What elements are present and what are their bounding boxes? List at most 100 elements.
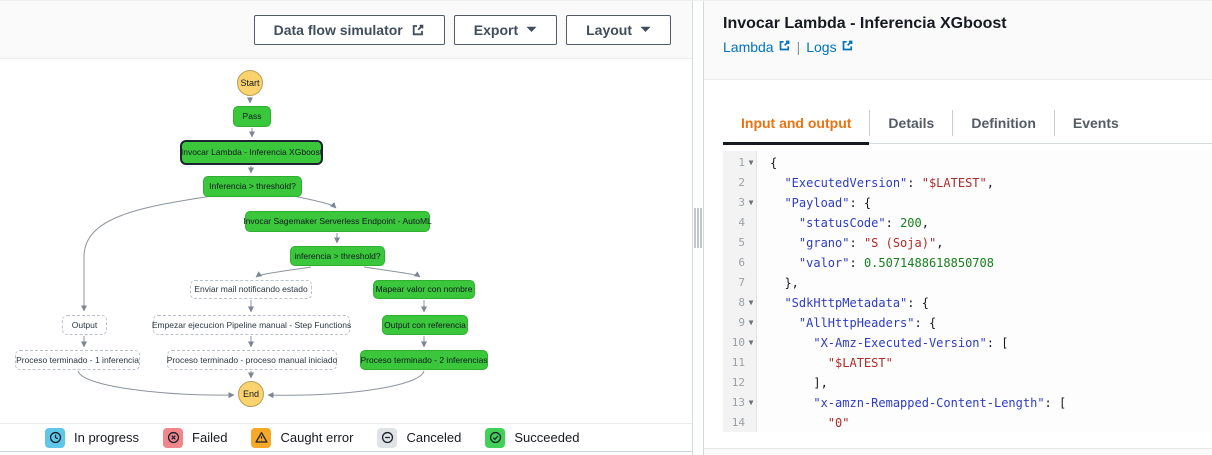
export-label: Export (473, 21, 519, 38)
legend-item-failed: Failed (163, 427, 228, 448)
legend-item-in-progress: In progress (45, 427, 140, 448)
workflow-node[interactable]: Proceso terminado - proceso manual inici… (167, 350, 337, 370)
workflow-node[interactable]: Empezar ejecucion Pipeline manual - Step… (152, 315, 351, 335)
legend-label: Succeeded (514, 430, 580, 445)
external-link-icon (411, 23, 425, 37)
fold-toggle-icon[interactable]: ▼ (748, 398, 754, 407)
line-number: 1 (738, 156, 745, 169)
external-link-icon (841, 39, 854, 55)
workflow-node[interactable]: Proceso terminado - 2 inferencias (360, 350, 488, 370)
legend-label: In progress (74, 430, 140, 445)
page-title: Invocar Lambda - Inferencia XGboost (723, 15, 1007, 32)
state-detail-header: Invocar Lambda - Inferencia XGboost Lamb… (704, 1, 1212, 80)
workflow-node[interactable]: inferencia > threshold? (290, 246, 385, 266)
link-separator: | (796, 39, 801, 55)
lambda-link[interactable]: Lambda (723, 39, 791, 55)
code-text: "$LATEST" (827, 356, 893, 370)
code-text: "grano": "S (Soja)", (798, 236, 944, 250)
line-number: 10 (731, 336, 745, 349)
fold-spacer (745, 173, 757, 193)
workflow-node[interactable]: Output con referencia (382, 315, 468, 335)
code-line: 6 "valor": 0.5071488618850708 (723, 253, 1212, 273)
state-detail-panel: Invocar Lambda - Inferencia XGboost Lamb… (704, 1, 1212, 455)
code-line: 11 "$LATEST" (723, 353, 1212, 373)
data-flow-simulator-button[interactable]: Data flow simulator (253, 14, 445, 45)
fold-spacer (745, 413, 757, 433)
detail-tabs: Input and output Details Definition Even… (723, 104, 1212, 145)
logs-link[interactable]: Logs (806, 39, 853, 55)
workflow-node[interactable]: Inferencia > threshold? (203, 176, 302, 197)
line-number: 6 (738, 256, 745, 269)
workflow-node[interactable]: Pass (233, 106, 271, 127)
resource-links: Lambda | Logs (723, 39, 1212, 55)
external-link-icon (778, 39, 791, 55)
code-lines: 1▼{2 "ExecutedVersion": "$LATEST",3▼ "Pa… (723, 151, 1212, 433)
layout-label: Layout (586, 21, 632, 38)
workflow-node[interactable]: Output (62, 315, 107, 335)
legend-item-canceled: Canceled (377, 427, 461, 448)
fold-spacer (745, 213, 757, 233)
code-text: ], (770, 376, 828, 390)
logs-link-label: Logs (806, 39, 837, 55)
workflow-node[interactable]: Mapear valor con nombre (373, 280, 475, 299)
code-line: 5 "grano": "S (Soja)", (723, 233, 1212, 253)
code-line: 12 ], (723, 373, 1212, 393)
fold-spacer (745, 233, 757, 253)
code-line: 13▼ "x-amzn-Remapped-Content-Length": [ (723, 393, 1212, 413)
workflow-node[interactable]: Invocar Lambda - Inferencia XGboost (180, 140, 323, 165)
caret-down-icon (640, 26, 651, 33)
workflow-node[interactable]: End (238, 381, 264, 407)
minus-circle-icon (377, 427, 398, 448)
code-text: }, (770, 276, 799, 290)
line-number: 9 (738, 316, 745, 329)
tab-definition[interactable]: Definition (971, 115, 1036, 131)
export-button[interactable]: Export (453, 14, 558, 45)
line-number: 13 (731, 396, 745, 409)
caret-down-icon (526, 26, 537, 33)
panel-footer (704, 448, 1212, 455)
tab-events[interactable]: Events (1072, 115, 1119, 131)
tab-details[interactable]: Details (888, 115, 935, 131)
workflow-node[interactable]: Invocar Sagemaker Serverless Endpoint - … (243, 211, 432, 232)
code-text: "x-amzn-Remapped-Content-Length": [ (813, 396, 1067, 410)
code-line: 10▼ "X-Amz-Executed-Version": [ (723, 333, 1212, 353)
legend-label: Caught error (280, 430, 354, 445)
layout-button[interactable]: Layout (566, 14, 671, 45)
code-text: "ExecutedVersion": "$LATEST", (784, 176, 994, 190)
workflow-node[interactable]: Start (237, 70, 263, 96)
code-line: 2 "ExecutedVersion": "$LATEST", (723, 173, 1212, 193)
fold-toggle-icon[interactable]: ▼ (748, 198, 754, 207)
workflow-node[interactable]: Proceso terminado - 1 inferencia (15, 350, 140, 370)
tab-input-and-output[interactable]: Input and output (723, 115, 870, 145)
line-number: 4 (738, 216, 745, 229)
code-text: "0" (827, 416, 850, 430)
editor-gutter (723, 151, 757, 432)
workflow-node[interactable]: Enviar mail notificando estado (190, 280, 312, 299)
code-text: { (770, 156, 778, 170)
code-line: 1▼ { (723, 153, 1212, 173)
graph-toolbar: Data flow simulator Export Layout (0, 1, 692, 59)
panel-splitter[interactable] (692, 1, 704, 455)
fold-toggle-icon[interactable]: ▼ (748, 298, 754, 307)
fold-toggle-icon[interactable]: ▼ (748, 318, 754, 327)
json-code-editor[interactable]: 1▼{2 "ExecutedVersion": "$LATEST",3▼ "Pa… (723, 151, 1212, 432)
tab-divider (1053, 110, 1055, 136)
line-number: 14 (731, 416, 745, 429)
clock-icon (45, 427, 65, 448)
fold-spacer (745, 373, 757, 393)
graph-panel: Data flow simulator Export Layout (0, 1, 692, 455)
tab-divider (952, 110, 954, 136)
line-number: 5 (738, 236, 745, 249)
status-legend: In progress Failed Caught error (0, 423, 692, 452)
code-line: 7 }, (723, 273, 1212, 293)
line-number: 7 (738, 276, 745, 289)
fold-toggle-icon[interactable]: ▼ (748, 158, 754, 167)
legend-item-succeeded: Succeeded (485, 427, 580, 448)
legend-label: Failed (192, 430, 228, 445)
line-number: 12 (731, 376, 745, 389)
fold-spacer (745, 353, 757, 373)
line-number: 8 (738, 296, 745, 309)
fold-toggle-icon[interactable]: ▼ (748, 338, 754, 347)
